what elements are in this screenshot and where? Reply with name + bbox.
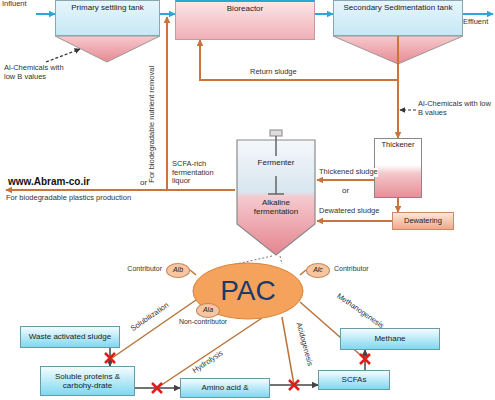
node-text: Methane — [374, 334, 405, 343]
process-box: Dewatering — [392, 212, 454, 230]
edge-label: Dewatered sludge — [319, 207, 379, 216]
fermenter-vessel — [235, 128, 317, 256]
edge-label: Return sludge — [250, 68, 297, 77]
flow-connector — [315, 13, 333, 15]
diagram-label: Al-Chemicals with low B values — [4, 64, 68, 81]
node-text: Fermenter — [239, 158, 313, 167]
contributor-oval: Ala — [196, 303, 220, 318]
diagram-label: or — [140, 178, 154, 187]
node-text: Ala — [203, 306, 213, 314]
node-text: Primary settling tank — [71, 3, 143, 12]
nutrient-removal-line — [166, 17, 168, 190]
effluent-line — [463, 13, 493, 15]
tank-box: Primary settling tank — [55, 0, 160, 36]
edge-label: Thickened sludge — [319, 168, 378, 177]
tank-box: Bioreactor — [175, 0, 315, 40]
liquor-line — [6, 189, 235, 191]
diagram-label: For biodegradable plastics production — [6, 194, 156, 203]
dosing-line — [400, 109, 416, 110]
node-text: Thickener — [382, 141, 415, 150]
process-box: Soluble proteins & carbohy-drate — [40, 366, 135, 396]
diagram-label: Contributor — [100, 265, 162, 273]
flow-connector — [317, 179, 374, 181]
node-text: Bioreactor — [227, 4, 263, 13]
tank-box: Thickener — [374, 138, 422, 198]
node-text: Secondary Sedimentation tank — [344, 3, 453, 12]
node-text: SCFAs — [342, 375, 367, 384]
diagram-label: www.Abram-co.ir — [8, 176, 118, 188]
process-box: SCFAs — [318, 370, 390, 390]
flow-connector — [397, 36, 399, 138]
diagram-label: Influent — [2, 0, 42, 9]
tank-box: Secondary Sedimentation tank — [333, 0, 463, 36]
node-text: Dewatering — [404, 217, 442, 226]
diagram-label: Hydrolysis — [180, 342, 235, 382]
diagram-label: Acidogenesis — [292, 314, 316, 374]
diagram-label: Solubilization — [123, 297, 177, 338]
primary-hopper — [55, 36, 160, 62]
contributor-oval: Alb — [166, 263, 190, 278]
flow-connector — [200, 36, 398, 80]
node-text: Alb — [173, 266, 183, 274]
flow-connector — [160, 13, 175, 15]
diagram-label: Al-Chemicals with low B values — [418, 100, 493, 117]
flow-connector — [317, 220, 392, 222]
influent-line — [36, 13, 55, 15]
diagram-label: Effluent — [463, 18, 495, 27]
diagram-label: or — [342, 186, 356, 195]
diagram-label: Contributor — [334, 265, 394, 273]
node-text: Alkaline fermentation — [239, 198, 313, 216]
flow-connector — [397, 198, 399, 212]
dosing-line — [46, 49, 80, 62]
node-text: Soluble proteins & carbohy-drate — [44, 372, 131, 390]
process-box: Methane — [340, 328, 440, 350]
contributor-oval: Alc — [306, 263, 330, 278]
node-text: PAC — [220, 275, 276, 307]
fermenter-vessel: FermenterAlkaline fermentation — [235, 128, 317, 256]
process-box: Amino acid & — [180, 378, 270, 398]
node-text: Waste activated sludge — [29, 332, 111, 341]
diagram-label: SCFA-rich fermentation liquor — [172, 160, 232, 186]
node-text: Amino acid & — [201, 383, 248, 392]
diagram-label: For biodegradable nutrient removal — [148, 62, 157, 187]
process-box: Waste activated sludge — [20, 326, 120, 348]
diagram-label: Non-contributor — [176, 318, 230, 326]
node-text: Alc — [313, 266, 323, 274]
